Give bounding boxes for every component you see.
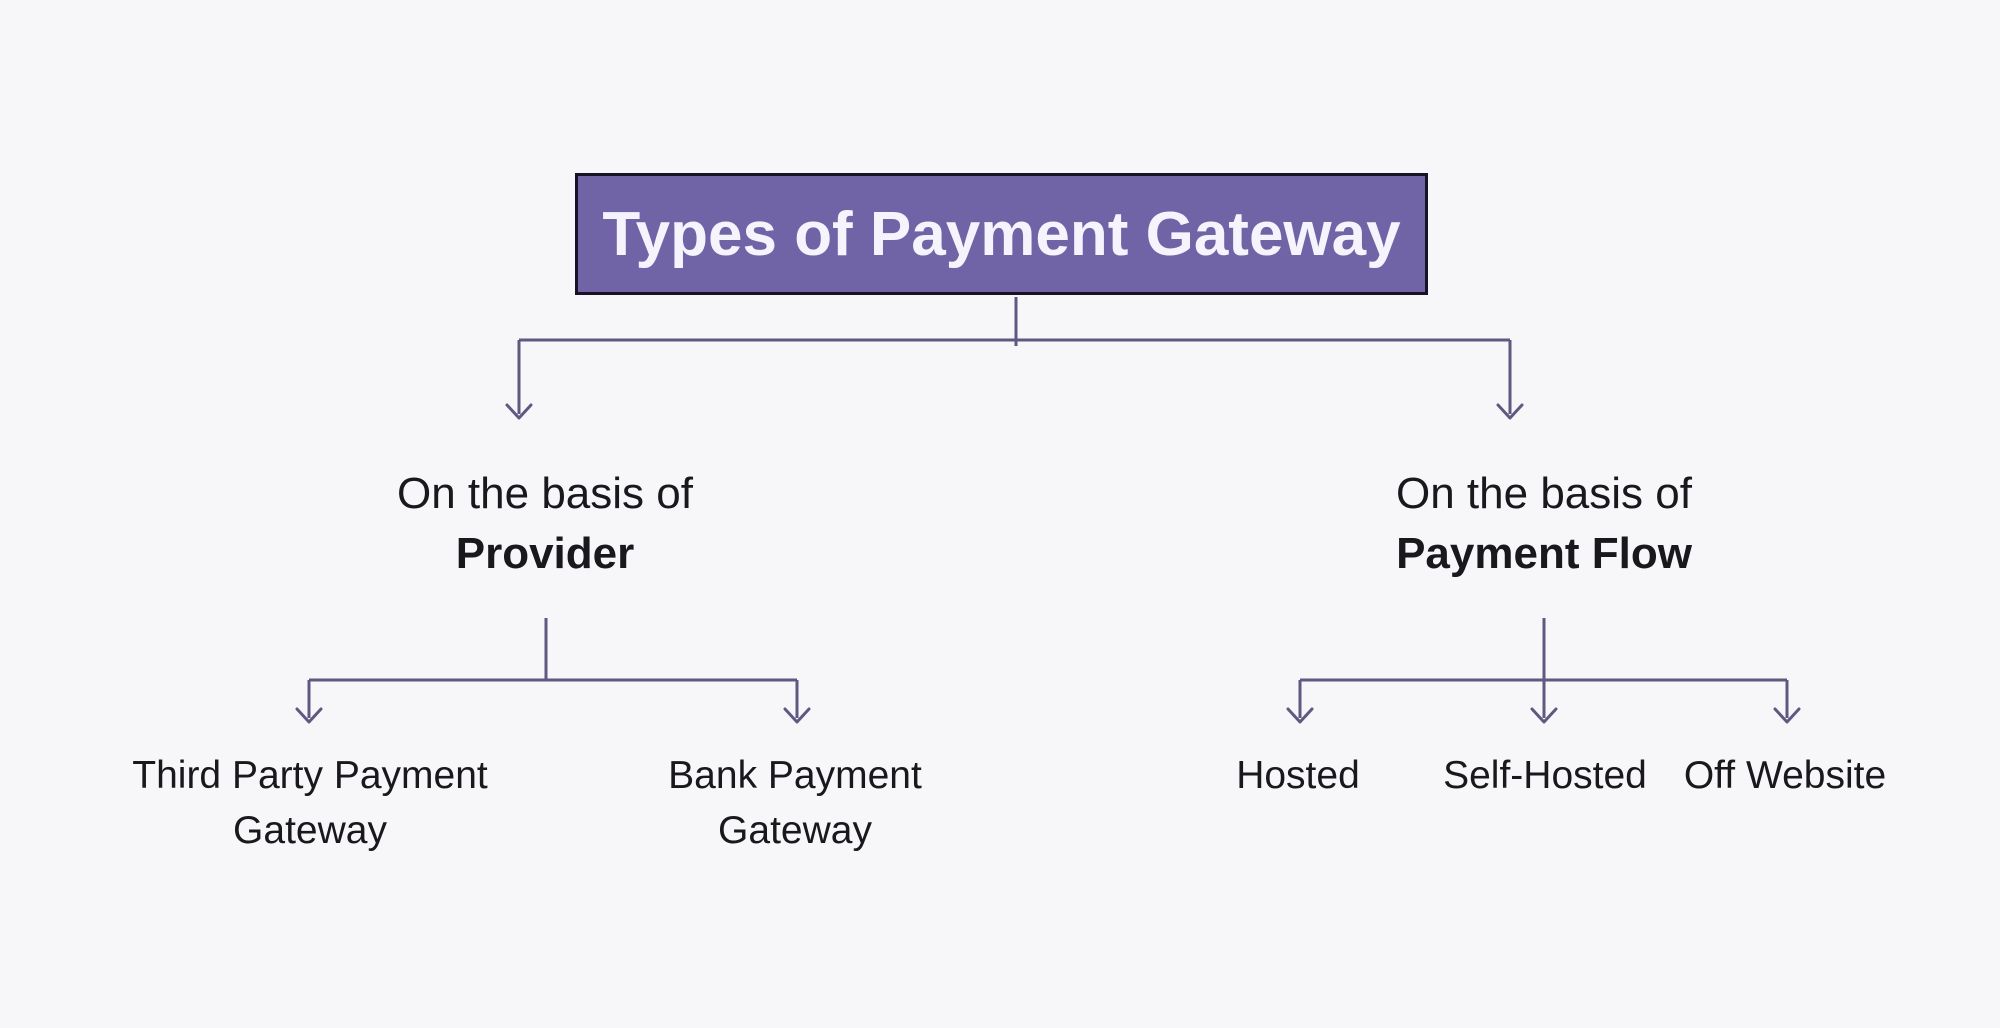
leaf-third-party-payment-gateway: Third Party Payment Gateway	[90, 748, 530, 858]
arrow-down-icon	[1530, 707, 1558, 724]
arrow-down-icon	[1286, 707, 1314, 724]
payment-flow-connector	[1286, 618, 1801, 724]
leaf-label-line: Gateway	[233, 809, 387, 852]
branch-header-provider: On the basis of Provider	[265, 464, 825, 584]
level1-connector	[505, 297, 1524, 420]
arrow-down-icon	[783, 707, 811, 724]
branch-label-payment-flow: Payment Flow	[1396, 529, 1692, 578]
leaf-self-hosted: Self-Hosted	[1395, 748, 1695, 803]
arrow-down-icon	[1496, 403, 1524, 420]
leaf-label-line: Bank Payment	[668, 754, 922, 797]
branch-label-prefix: On the basis of	[1396, 469, 1692, 518]
leaf-label-line: Off Website	[1683, 754, 1887, 797]
leaf-label-line: Self-Hosted	[1443, 754, 1647, 797]
leaf-label-line: Third Party Payment	[132, 754, 488, 797]
arrow-down-icon	[1773, 707, 1801, 724]
leaf-label-line: Gateway	[718, 809, 872, 852]
leaf-label-line: Hosted	[1236, 754, 1360, 797]
diagram-title-box: Types of Payment Gateway	[575, 173, 1428, 295]
arrow-down-icon	[505, 403, 533, 420]
branch-label-provider: Provider	[455, 529, 635, 578]
branch-label-prefix: On the basis of	[397, 469, 693, 518]
leaf-off-website: Off Website	[1635, 748, 1935, 803]
leaf-bank-payment-gateway: Bank Payment Gateway	[575, 748, 1015, 858]
branch-header-payment-flow: On the basis of Payment Flow	[1264, 464, 1824, 584]
arrow-down-icon	[295, 707, 323, 724]
leaf-hosted: Hosted	[1148, 748, 1448, 803]
provider-connector	[295, 618, 811, 724]
diagram-title: Types of Payment Gateway	[602, 199, 1401, 269]
